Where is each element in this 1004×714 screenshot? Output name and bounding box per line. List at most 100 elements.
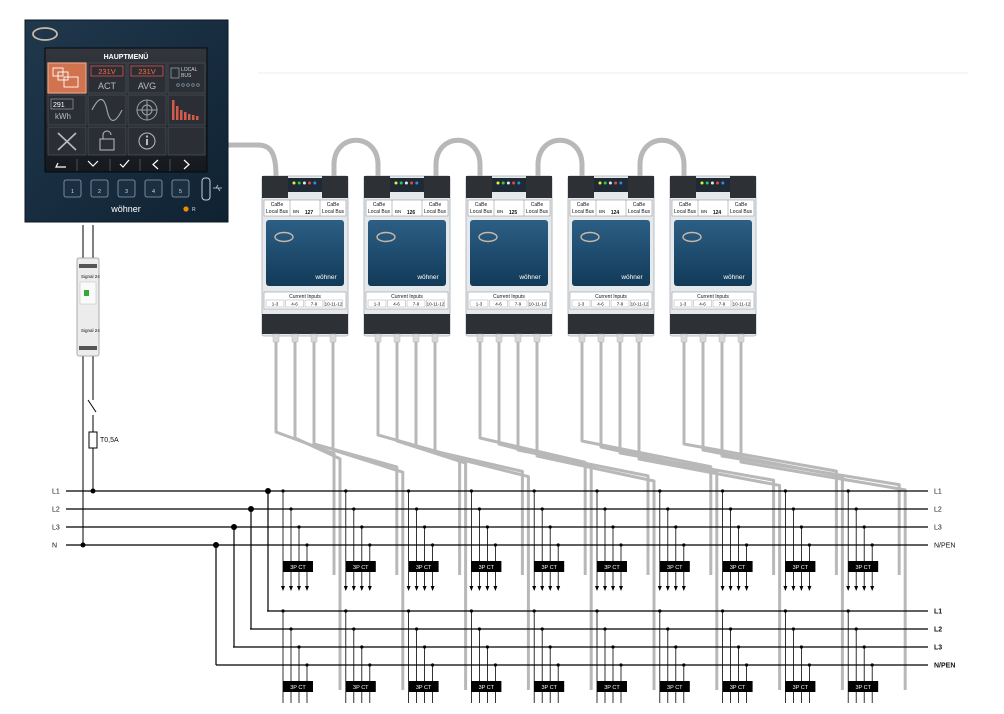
module-front-panel: [470, 220, 548, 286]
tools-icon: [57, 132, 77, 151]
module-id: 125: [509, 210, 518, 216]
bus-terminal: [424, 176, 450, 198]
bus-terminal: [262, 176, 288, 198]
module-header-right: Local Bus: [730, 209, 752, 215]
ct-label: 3P CT: [290, 565, 306, 571]
ct-box: [848, 561, 879, 572]
tile-energy[interactable]: [47, 94, 87, 126]
status-led: [619, 181, 623, 185]
tile-act[interactable]: [87, 62, 127, 94]
ct-label: 3P CT: [667, 685, 683, 691]
module-brand: wöhner: [722, 274, 745, 281]
module-id: 127: [305, 210, 314, 216]
ct-group: 3P CT: [783, 489, 816, 591]
led-label: R: [192, 207, 196, 213]
channel-label: 4-6: [291, 302, 298, 307]
channel-label: 7-9: [515, 302, 522, 307]
module-header-right: Local Bus: [526, 209, 548, 215]
ct-group: 3P CT: [595, 489, 627, 591]
ct-box: [283, 561, 313, 572]
key-2[interactable]: 2: [90, 179, 109, 198]
module-front-panel: [368, 220, 446, 286]
ct-box: [534, 561, 565, 572]
current-inputs-label: Current Inputs: [595, 294, 627, 300]
channel-label: 4-6: [597, 302, 604, 307]
input-terminal: [568, 314, 654, 334]
ct-box: [345, 681, 376, 692]
module-header-right: Local Bus: [322, 209, 344, 215]
junction-dot: [265, 488, 271, 494]
ct-label: 3P CT: [855, 565, 871, 571]
status-led: [394, 181, 398, 185]
busbar-label-lower: L2: [934, 627, 942, 634]
status-led: [183, 206, 189, 212]
input-terminal: [670, 314, 756, 334]
key-5[interactable]: 5: [171, 179, 190, 198]
status-led: [603, 181, 607, 185]
ct-group: 3P CT: [469, 609, 502, 703]
channel-label: 1-3: [578, 302, 585, 307]
channel-label: 10-11-12: [427, 302, 445, 307]
avg-label: AVG: [138, 81, 156, 91]
usb-icon: [213, 184, 222, 192]
tile-avg[interactable]: [127, 62, 167, 94]
ct-label: 3P CT: [416, 685, 432, 691]
brand-logo: [376, 231, 396, 243]
bus-terminal: [466, 176, 492, 198]
busbar-label-left: L2: [52, 507, 60, 514]
bus-cable: [637, 137, 687, 176]
status-led: [297, 181, 301, 185]
ct-group: 3P CT: [721, 609, 753, 703]
module-header-left: Local Bus: [470, 209, 492, 215]
junction-dot: [248, 506, 254, 512]
current-inputs-label: Current Inputs: [697, 294, 729, 300]
busbar-label-right: L3: [934, 525, 942, 532]
bus-terminal: [628, 176, 654, 198]
module-header-right: CaBe: [327, 202, 340, 208]
bus-terminal: [526, 176, 552, 198]
ct-signal-cable: [433, 340, 530, 690]
ct-signal-cable: [293, 340, 342, 690]
key-4[interactable]: 4: [144, 179, 163, 198]
usb-port[interactable]: [201, 177, 211, 201]
harmonics-bar-icon: [172, 100, 199, 120]
ct-group: 3P CT: [595, 609, 627, 703]
busbar-label-lower: L3: [934, 645, 942, 652]
status-led: [608, 181, 612, 185]
ct-group: 3P CT: [469, 489, 502, 591]
channel-label: 1-3: [476, 302, 483, 307]
module-header-left: CaBe: [577, 202, 590, 208]
channel-label: 1-3: [680, 302, 687, 307]
module-id-prefix: BN: [395, 209, 401, 214]
current-inputs-label: Current Inputs: [493, 294, 525, 300]
energy-unit: kWh: [55, 112, 71, 121]
key-3[interactable]: 3: [117, 179, 136, 198]
key-label: 4: [152, 189, 155, 195]
status-led: [410, 181, 414, 185]
ct-label: 3P CT: [541, 685, 557, 691]
ct-group: 3P CT: [658, 609, 690, 703]
avg-value: 231V: [138, 67, 156, 76]
bus-line1: LOCAL: [181, 67, 198, 73]
chevron-left-icon: [152, 159, 159, 170]
ct-signal-cable: [739, 340, 907, 690]
sine-wave-icon: [91, 98, 123, 122]
ct-group: 3P CT: [407, 609, 439, 703]
ct-signal-cable: [395, 340, 468, 690]
ct-label: 3P CT: [290, 685, 306, 691]
ct-signal-cable: [720, 340, 901, 575]
tile-menu[interactable]: [47, 62, 87, 94]
tile-empty[interactable]: [167, 126, 206, 156]
ct-group: 3P CT: [783, 609, 816, 703]
key-1[interactable]: 1: [63, 179, 82, 198]
module-header-left: Local Bus: [368, 209, 390, 215]
ct-box: [722, 681, 753, 692]
phasor-icon: [136, 99, 158, 121]
module-brand: wöhner: [620, 274, 643, 281]
brand-logo: [478, 231, 498, 243]
status-led: [292, 181, 296, 185]
channel-label: 1-3: [272, 302, 279, 307]
